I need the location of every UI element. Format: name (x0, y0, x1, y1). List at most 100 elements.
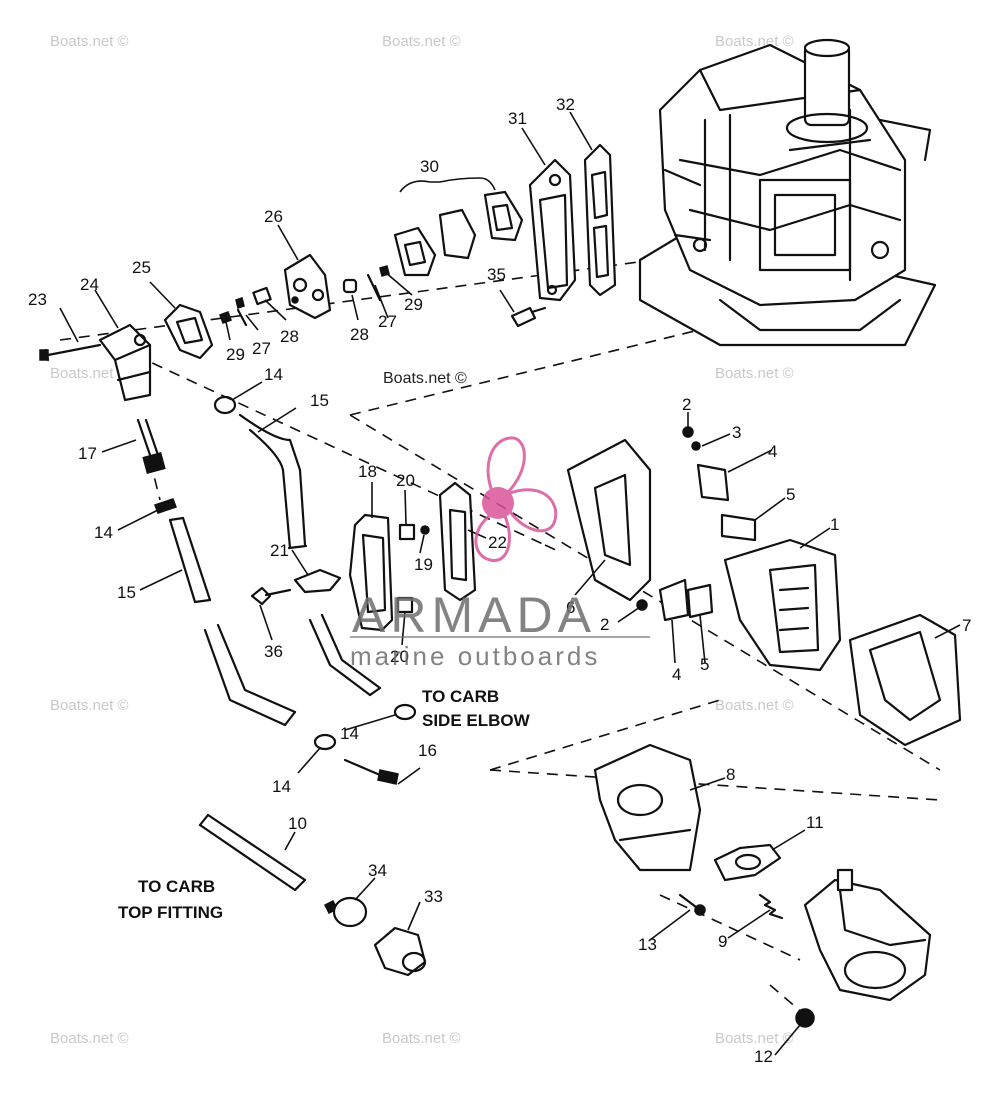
watermark-text: Boats.net © (50, 33, 129, 50)
part-36-bolt (250, 586, 292, 606)
callout-26: 26 (264, 207, 283, 226)
part-31-exhaust-cover (528, 158, 577, 302)
part-11-gasket (713, 843, 782, 882)
routing-notes: TO CARB SIDE ELBOW TO CARB TOP FITTING (118, 687, 531, 922)
part-5-reed (686, 513, 757, 619)
callout-14-low: 14 (272, 777, 291, 796)
part-26-thermostat-housing (283, 253, 332, 320)
callout-31: 31 (508, 109, 527, 128)
callout-5-bottom: 5 (700, 655, 709, 674)
part-6-gasket (566, 438, 652, 602)
watermark-text: Boats.net © (715, 365, 794, 382)
part-9-spring (758, 893, 784, 920)
alignment-lines (59, 254, 941, 1016)
part-18-cover (348, 513, 394, 632)
part-14-clamp-mid (313, 703, 417, 751)
part-12-plug (795, 1008, 815, 1028)
note-carb-top-line1: TO CARB (138, 877, 215, 896)
part-carburetor (803, 868, 932, 1002)
leader-lines (59, 111, 961, 1056)
watermark-text: Boats.net © (50, 1030, 129, 1047)
callout-2-top: 2 (682, 395, 691, 414)
callout-14-left: 14 (94, 523, 113, 542)
watermark-text: Boats.net © (715, 697, 794, 714)
part-14-clamp-top (213, 395, 237, 415)
powerhead-assembly (638, 38, 937, 347)
callout-29-right: 29 (404, 295, 423, 314)
part-24-elbow-housing (98, 323, 152, 402)
callout-23: 23 (28, 290, 47, 309)
callout-25: 25 (132, 258, 151, 277)
callout-14-top: 14 (264, 365, 283, 384)
watermark-text: Boats.net © (382, 33, 461, 50)
part-22-gasket (438, 481, 477, 602)
watermark-text: Boats.net © (382, 1030, 461, 1047)
note-carb-top-line2: TOP FITTING (118, 903, 223, 922)
part-14-clamp-left (154, 498, 177, 514)
callout-17: 17 (78, 444, 97, 463)
callout-12: 12 (754, 1047, 773, 1066)
part-20-hose-short (308, 613, 382, 697)
callout-numbers: 23 24 25 26 29 27 28 28 27 29 30 31 32 3… (28, 95, 971, 1066)
watermarks: Boats.net © Boats.net © Boats.net © Boat… (50, 33, 794, 1047)
callout-6: 6 (566, 598, 575, 617)
callout-29-left: 29 (226, 345, 245, 364)
callout-28-left: 28 (280, 327, 299, 346)
callout-32: 32 (556, 95, 575, 114)
callout-5-top: 5 (786, 485, 795, 504)
part-25-gasket (163, 303, 214, 360)
callout-34: 34 (368, 861, 387, 880)
part-16-fitting (343, 758, 399, 785)
callout-11: 11 (806, 813, 824, 832)
callout-16: 16 (418, 741, 437, 760)
part-34-fitting (323, 896, 368, 928)
part-20-plug-top (398, 523, 416, 541)
logo-subtitle: marine outboards (350, 641, 600, 671)
note-carb-side-line1: TO CARB (422, 687, 499, 706)
logo-wordmark: ARMADA (352, 587, 596, 643)
callout-18: 18 (358, 462, 377, 481)
callout-36: 36 (264, 642, 283, 661)
callout-27-left: 27 (252, 339, 271, 358)
propeller-logo-icon (474, 436, 558, 562)
callout-33: 33 (424, 887, 443, 906)
callout-15-top: 15 (310, 391, 329, 410)
callout-1: 1 (830, 515, 839, 534)
part-13-bolt (678, 893, 706, 916)
part-19-check (420, 525, 430, 535)
callout-20-bottom: 20 (390, 647, 409, 666)
callout-21: 21 (270, 541, 289, 560)
callout-15-lower: 15 (117, 583, 136, 602)
callout-30: 30 (420, 157, 439, 176)
part-28-27-29-right (342, 265, 390, 302)
callout-22: 22 (488, 533, 507, 552)
part-21-bracket (293, 568, 342, 594)
callout-4-bottom: 4 (672, 665, 681, 684)
callout-19: 19 (414, 555, 433, 574)
part-8-intake-manifold (593, 743, 702, 872)
callout-27-right: 27 (378, 312, 397, 331)
part-32-exhaust-gasket (583, 143, 617, 297)
part-15-hose-lower (168, 516, 297, 727)
callout-13: 13 (638, 935, 657, 954)
note-carb-side-line2: SIDE ELBOW (422, 711, 531, 730)
callout-8: 8 (726, 765, 735, 784)
callout-35: 35 (487, 265, 506, 284)
callout-2-bottom: 2 (600, 615, 609, 634)
callout-4-top: 4 (768, 442, 777, 461)
callout-20-top: 20 (396, 471, 415, 490)
watermark-text: Boats.net © (715, 33, 794, 50)
watermark-text: Boats.net © (50, 365, 129, 382)
part-15-hose-upper (238, 413, 308, 550)
part-23-bolt (39, 343, 102, 362)
part-4-reed (658, 463, 730, 622)
callout-14-mid: 14 (340, 724, 359, 743)
watermark-text: Boats.net © (383, 370, 467, 387)
part-7-plate (848, 613, 962, 747)
callout-9: 9 (718, 932, 727, 951)
callout-10: 10 (288, 814, 307, 833)
watermark-text: Boats.net © (50, 697, 129, 714)
callout-3: 3 (732, 423, 741, 442)
part-10-hose (198, 813, 307, 892)
